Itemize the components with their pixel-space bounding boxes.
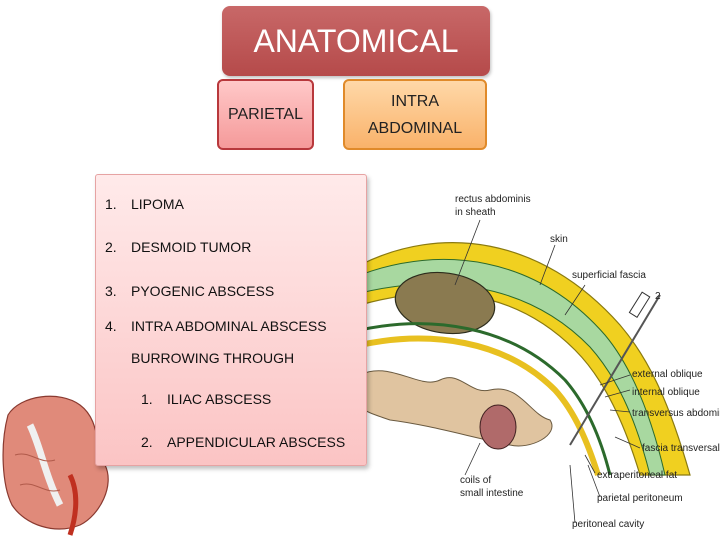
label-fascia-transversalis: fascia transversalis <box>642 443 720 454</box>
abdominal-wall-diagram: rectus abdominis in sheath skin superfic… <box>360 194 720 530</box>
list-item-number: 4. <box>105 318 117 334</box>
intestine-loop <box>479 404 517 450</box>
organ-vessel <box>67 473 79 536</box>
label-coils-2: small intestine <box>460 488 524 499</box>
organ-body <box>2 395 109 530</box>
intra-abdominal-box: INTRA ABDOMINAL <box>343 79 487 150</box>
label-skin: skin <box>550 234 568 245</box>
label-coils-1: coils of <box>460 475 491 486</box>
rectus-abdominis <box>394 271 496 335</box>
list-box: 1. LIPOMA 2. DESMOID TUMOR 3. PYOGENIC A… <box>95 174 367 466</box>
organ-tube <box>26 423 64 507</box>
intra-label-line2: ABDOMINAL <box>367 119 463 137</box>
label-needle-number: 2 <box>655 291 661 302</box>
muscle-layer <box>360 259 666 476</box>
list-item-intra-abdominal: INTRA ABDOMINAL ABSCESS <box>131 318 327 334</box>
parietal-label: PARIETAL <box>228 105 303 123</box>
label-parietal-peritoneum: parietal peritoneum <box>597 493 683 504</box>
title-box: ANATOMICAL <box>222 6 490 76</box>
sublist-item-appendicular: APPENDICULAR ABSCESS <box>167 434 346 450</box>
label-external-oblique: external oblique <box>632 369 703 380</box>
title-text: ANATOMICAL <box>253 22 459 59</box>
list-item-pyogenic: PYOGENIC ABSCESS <box>131 283 275 299</box>
parietal-box: PARIETAL <box>217 79 314 150</box>
leader-lines <box>454 219 641 524</box>
needle-hub <box>628 291 651 318</box>
organ-illustration <box>2 395 109 536</box>
list-item-desmoid: DESMOID TUMOR <box>131 239 252 255</box>
needle <box>569 294 661 446</box>
organ-folds <box>14 453 61 492</box>
list-item-number: 1. <box>105 196 117 212</box>
list-item-intra-abdominal-cont: BURROWING THROUGH <box>131 350 295 366</box>
label-extraperitoneal-fat: extraperitoneal fat <box>597 470 677 481</box>
intra-label-line1: INTRA <box>391 92 439 110</box>
intestine-coils <box>360 370 553 447</box>
peritoneum-line <box>360 322 612 476</box>
label-rectus-1: rectus abdominis <box>455 194 531 205</box>
label-superficial-fascia: superficial fascia <box>572 270 646 281</box>
label-peritoneal-cavity: peritoneal cavity <box>572 519 644 530</box>
sublist-item-number: 2. <box>141 434 153 450</box>
list-item-number: 2. <box>105 239 117 255</box>
list-item-number: 3. <box>105 283 117 299</box>
list-item-lipoma: LIPOMA <box>131 196 184 212</box>
label-internal-oblique: internal oblique <box>632 387 700 398</box>
label-rectus-2: in sheath <box>455 207 496 218</box>
extraperitoneal-band <box>360 335 601 476</box>
label-transversus: transversus abdominis <box>632 408 720 419</box>
sublist-item-iliac: ILIAC ABSCESS <box>167 391 272 407</box>
sublist-item-number: 1. <box>141 391 153 407</box>
